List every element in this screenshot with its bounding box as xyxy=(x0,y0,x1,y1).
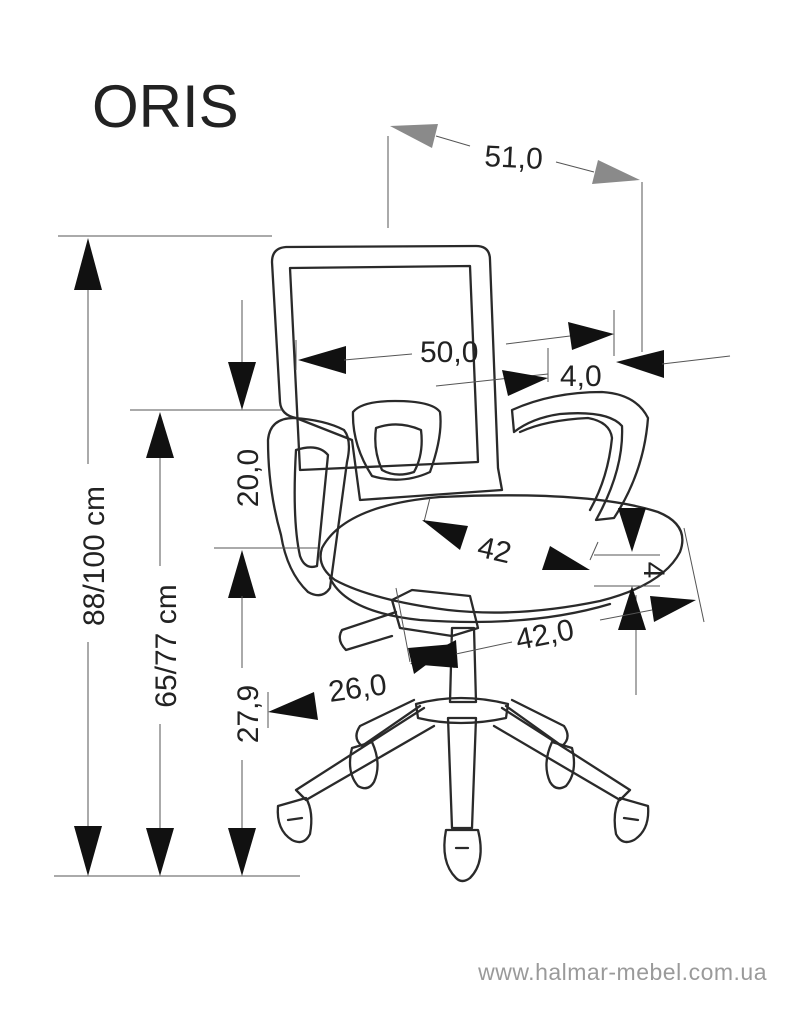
arrow-width-back-left xyxy=(298,346,346,374)
arrow-seat-width-right xyxy=(650,596,696,622)
arrow-lower-top xyxy=(228,550,256,598)
label-total-height: 88/100 cm xyxy=(78,486,111,626)
dimension-lines xyxy=(74,124,731,876)
arrow-thickness-top xyxy=(618,508,646,552)
arrow-thickness-bottom xyxy=(618,586,646,630)
arrow-seat-bottom xyxy=(146,828,174,876)
label-base-radius: 26,0 xyxy=(326,668,388,709)
arrow-base-right xyxy=(408,644,454,674)
seat-edge xyxy=(328,576,612,624)
backrest-mesh xyxy=(288,264,480,472)
gas-cylinder xyxy=(448,626,478,704)
arrow-backrest-top xyxy=(228,362,256,410)
arrow-depth-right xyxy=(592,160,640,184)
label-overall-depth: 51,0 xyxy=(484,140,544,176)
product-title: ORIS xyxy=(92,73,239,140)
ext-line-seat-width-right xyxy=(683,527,705,623)
arrow-seat-top xyxy=(146,412,174,458)
label-seat-width-back: 50,0 xyxy=(420,336,478,369)
arrow-seat-depth-left xyxy=(422,520,468,550)
caster-back-left xyxy=(348,740,379,790)
dim-line-seat-width-b xyxy=(599,609,653,621)
label-seat-thickness: 4 xyxy=(637,562,670,579)
lumbar-support xyxy=(351,399,442,481)
arrow-offset-right xyxy=(616,350,664,378)
ext-line-base-left xyxy=(395,587,411,663)
arrow-depth-left xyxy=(390,124,438,148)
caster-left xyxy=(276,796,313,844)
label-backrest-height: 20,0 xyxy=(232,449,265,507)
caster-front xyxy=(443,828,482,883)
label-seat-depth: 42 xyxy=(474,531,514,571)
seat-mechanism xyxy=(390,588,480,638)
dim-line-width-back-b xyxy=(505,335,571,345)
left-armrest xyxy=(266,416,351,597)
arrow-lower-bottom xyxy=(228,828,256,876)
caster-right xyxy=(613,796,650,844)
arrow-offset-left xyxy=(502,370,548,396)
base-leg-front xyxy=(446,716,478,830)
chair-outline xyxy=(266,244,684,883)
label-back-offset: 4,0 xyxy=(560,360,602,393)
ext-line-seat-back xyxy=(423,497,431,523)
website-url[interactable]: www.halmar-mebel.com.ua xyxy=(477,959,767,985)
dim-line-offset xyxy=(661,355,731,365)
label-seat-height: 65/77 cm xyxy=(150,584,183,707)
base-leg-left xyxy=(294,706,436,802)
dim-line-width-back-a xyxy=(343,353,413,361)
base-hub xyxy=(414,696,510,725)
arrow-base-left xyxy=(268,692,318,720)
arrow-width-back-right xyxy=(568,322,614,350)
right-armrest-inner xyxy=(518,416,614,512)
dim-line-seat-width-a xyxy=(455,641,513,655)
dim-line-depth-a xyxy=(435,135,471,147)
label-lower-height: 27,9 xyxy=(232,685,265,743)
arrow-total-bottom xyxy=(74,826,102,876)
dim-line-depth-b xyxy=(555,161,595,173)
left-armrest-inner xyxy=(293,446,330,569)
seat xyxy=(319,494,684,614)
base-leg-right xyxy=(492,706,632,802)
height-lever xyxy=(338,610,398,652)
arrow-total-top xyxy=(74,238,102,290)
arrow-seat-depth-right xyxy=(542,546,590,570)
lumbar-support-inner xyxy=(374,423,423,476)
right-armrest xyxy=(510,390,650,522)
backrest-frame xyxy=(270,244,504,502)
ext-line-seat-front xyxy=(589,541,599,561)
caster-back-right xyxy=(545,740,576,790)
